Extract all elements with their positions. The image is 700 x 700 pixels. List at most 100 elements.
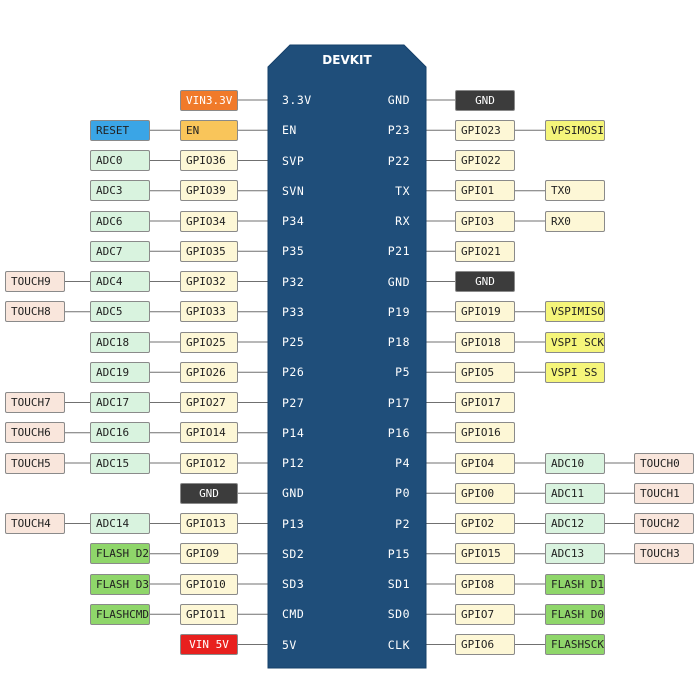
right-tag-gpio: GPIO6 bbox=[455, 634, 515, 655]
left-tag-gpio: GPIO27 bbox=[180, 392, 238, 413]
left-tag-touch: TOUCH9 bbox=[5, 271, 65, 292]
left-tag-gpio: GPIO25 bbox=[180, 331, 238, 353]
pin-label-left: P34 bbox=[282, 214, 305, 228]
pin-label-left: P35 bbox=[282, 244, 305, 259]
right-tag-adc: ADC13 bbox=[545, 543, 605, 565]
right-tag-touch: TOUCH3 bbox=[634, 543, 694, 565]
left-tag-adc: ADC6 bbox=[90, 210, 150, 232]
pin-label-right: GND bbox=[387, 93, 410, 107]
left-tag-gnd: GND bbox=[180, 482, 238, 504]
pin-label-right: P5 bbox=[395, 365, 410, 380]
right-tag-vspi: VSPIMISO bbox=[545, 301, 605, 323]
left-tag-gpio: GPIO36 bbox=[180, 150, 238, 171]
left-tag-gpio: GPIO34 bbox=[180, 210, 238, 232]
right-tag-touch: TOUCH1 bbox=[634, 482, 694, 504]
right-tag-gnd: GND bbox=[455, 271, 515, 292]
pin-label-left: SD2 bbox=[282, 546, 305, 561]
left-tag-gpio: GPIO12 bbox=[180, 452, 238, 474]
right-tag-gpio: GPIO3 bbox=[455, 210, 515, 232]
left-tag-gpio: GPIO10 bbox=[180, 573, 238, 595]
left-tag-vin5: VIN 5V bbox=[180, 634, 238, 655]
pin-label-right: P0 bbox=[395, 486, 410, 501]
right-tag-gpio: GPIO4 bbox=[455, 452, 515, 474]
right-tag-gpio: RX0 bbox=[545, 210, 605, 232]
left-tag-flash: FLASH D3 bbox=[90, 573, 150, 595]
pin-label-left: SVN bbox=[282, 183, 305, 198]
pin-label-right: P4 bbox=[395, 456, 410, 470]
pin-label-right: P17 bbox=[387, 395, 410, 410]
right-tag-adc: ADC11 bbox=[545, 482, 605, 504]
pin-label-left: P14 bbox=[282, 425, 305, 440]
pin-label-right: P15 bbox=[387, 546, 410, 561]
devkit-board bbox=[267, 44, 427, 669]
pin-label-left: 5V bbox=[282, 637, 297, 652]
left-tag-gpio: GPIO11 bbox=[180, 603, 238, 625]
right-tag-gpio: GPIO23 bbox=[455, 119, 515, 141]
right-tag-flash: FLASHSCK bbox=[545, 634, 605, 655]
pin-label-right: P18 bbox=[387, 335, 410, 349]
pin-label-right: P2 bbox=[395, 516, 410, 531]
left-tag-reset: RESET bbox=[90, 119, 150, 141]
pin-label-left: EN bbox=[282, 123, 297, 138]
left-tag-gpio: GPIO14 bbox=[180, 422, 238, 444]
left-tag-gpio: GPIO35 bbox=[180, 240, 238, 262]
pin-label-left: P33 bbox=[282, 304, 305, 319]
right-tag-gpio: GPIO0 bbox=[455, 482, 515, 504]
left-tag-adc: ADC3 bbox=[90, 180, 150, 202]
right-tag-gpio: GPIO2 bbox=[455, 513, 515, 534]
right-tag-vspi: VSPI SS bbox=[545, 361, 605, 383]
pin-label-left: P26 bbox=[282, 365, 305, 380]
left-tag-vin33: VIN3.3V bbox=[180, 89, 238, 111]
right-tag-gpio: GPIO15 bbox=[455, 543, 515, 565]
left-tag-touch: TOUCH8 bbox=[5, 301, 65, 323]
pin-label-right: GND bbox=[387, 274, 410, 289]
pin-label-right: P19 bbox=[387, 304, 410, 319]
right-tag-gpio: GPIO8 bbox=[455, 573, 515, 595]
left-tag-adc: ADC5 bbox=[90, 301, 150, 323]
left-tag-gpio: GPIO32 bbox=[180, 271, 238, 292]
right-tag-gpio: GPIO16 bbox=[455, 422, 515, 444]
left-tag-gpio: GPIO33 bbox=[180, 301, 238, 323]
left-tag-adc: ADC18 bbox=[90, 331, 150, 353]
right-tag-gpio: TX0 bbox=[545, 180, 605, 202]
pin-label-left: GND bbox=[282, 486, 305, 501]
right-tag-gpio: GPIO22 bbox=[455, 150, 515, 171]
pin-label-right: TX bbox=[395, 183, 410, 198]
right-tag-gpio: GPIO7 bbox=[455, 603, 515, 625]
left-tag-adc: ADC14 bbox=[90, 513, 150, 534]
pin-label-left: P12 bbox=[282, 456, 305, 470]
pin-label-right: SD0 bbox=[387, 607, 410, 622]
left-tag-gpio: GPIO9 bbox=[180, 543, 238, 565]
left-tag-gpio: GPIO26 bbox=[180, 361, 238, 383]
pin-label-left: P27 bbox=[282, 395, 305, 410]
left-tag-touch: TOUCH6 bbox=[5, 422, 65, 444]
left-tag-touch: TOUCH7 bbox=[5, 392, 65, 413]
right-tag-vspi: VSPI SCK bbox=[545, 331, 605, 353]
pin-label-right: CLK bbox=[387, 637, 410, 652]
right-tag-touch: TOUCH0 bbox=[634, 452, 694, 474]
pin-label-right: P22 bbox=[387, 153, 410, 168]
left-tag-adc: ADC0 bbox=[90, 150, 150, 171]
pin-label-left: P25 bbox=[282, 335, 305, 349]
right-tag-touch: TOUCH2 bbox=[634, 513, 694, 534]
right-tag-adc: ADC12 bbox=[545, 513, 605, 534]
pin-label-left: SVP bbox=[282, 153, 305, 168]
pin-label-left: SD3 bbox=[282, 577, 305, 591]
right-tag-flash: FLASH D0 bbox=[545, 603, 605, 625]
left-tag-adc: ADC16 bbox=[90, 422, 150, 444]
pin-label-left: 3.3V bbox=[282, 93, 312, 107]
left-tag-adc: ADC4 bbox=[90, 271, 150, 292]
right-tag-gpio: GPIO17 bbox=[455, 392, 515, 413]
right-tag-gpio: GPIO19 bbox=[455, 301, 515, 323]
right-tag-adc: ADC10 bbox=[545, 452, 605, 474]
left-tag-adc: ADC7 bbox=[90, 240, 150, 262]
right-tag-gpio: GPIO1 bbox=[455, 180, 515, 202]
right-tag-gpio: GPIO21 bbox=[455, 240, 515, 262]
right-tag-vspi: VPSIMOSI bbox=[545, 119, 605, 141]
left-tag-gpio: GPIO39 bbox=[180, 180, 238, 202]
left-tag-flash: FLASH D2 bbox=[90, 543, 150, 565]
right-tag-gnd: GND bbox=[455, 89, 515, 111]
left-tag-en: EN bbox=[180, 119, 238, 141]
pin-label-right: SD1 bbox=[387, 577, 410, 591]
